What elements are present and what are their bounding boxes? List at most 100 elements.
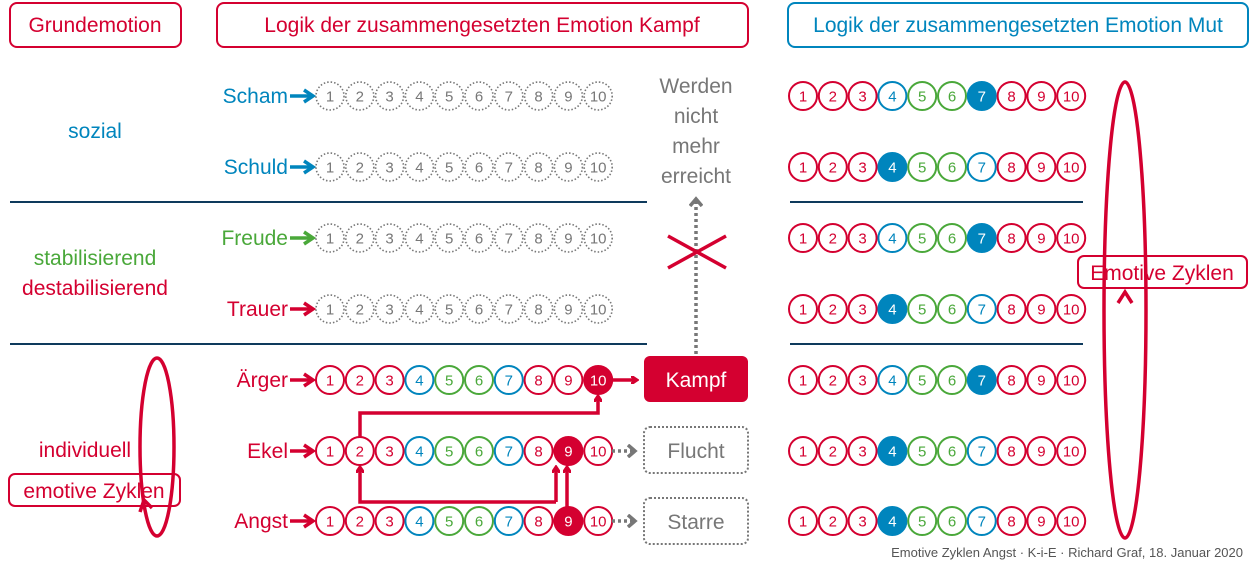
- scale-circle-active: [966, 81, 997, 111]
- scale-number: 9: [564, 373, 572, 390]
- scale-circle: [374, 81, 405, 111]
- cycles-box: [8, 473, 181, 507]
- scale-circle: [434, 436, 465, 466]
- scale-circle: [434, 365, 465, 395]
- scale-circle: [847, 365, 878, 395]
- scale-circle: [1056, 506, 1087, 536]
- category-social: sozial: [68, 120, 122, 143]
- scale-number: 5: [918, 514, 926, 531]
- scale-number: 2: [356, 514, 364, 531]
- scale-number: 3: [385, 514, 393, 531]
- not-reached-text: Werden nicht mehr erreicht: [659, 75, 732, 188]
- scale-number: 1: [326, 160, 334, 177]
- scale-number: 5: [918, 89, 926, 106]
- scale-number: 7: [505, 160, 513, 177]
- scale-number: 5: [918, 302, 926, 319]
- scale-circle: [344, 365, 375, 395]
- scale-number: 10: [590, 444, 607, 461]
- scale-number: 4: [888, 302, 896, 319]
- routing-arrows: [360, 380, 636, 507]
- scale-circle: [788, 223, 818, 253]
- cross-icon: [667, 234, 727, 270]
- scale-number: 3: [385, 302, 393, 319]
- scale-circle: [523, 294, 554, 324]
- scale-circle: [847, 223, 878, 253]
- scale-circle: [553, 81, 584, 111]
- scale-number: 5: [445, 160, 453, 177]
- scale-circle-active: [877, 436, 908, 466]
- scale-circle: [344, 294, 375, 324]
- scale-circle: [1026, 294, 1057, 324]
- scale-circle: [344, 81, 375, 111]
- outcome-starre-label: Starre: [667, 511, 724, 534]
- header-left: Logik der zusammengesetzten Emotion Kamp…: [264, 14, 700, 37]
- scale-circle: [404, 81, 435, 111]
- header-box-right: [787, 2, 1249, 48]
- arrowhead: [303, 230, 317, 246]
- scale-circle: [493, 152, 524, 182]
- scale-circle: [493, 506, 524, 536]
- scale-circle-active: [966, 365, 997, 395]
- scale-circle: [817, 436, 848, 466]
- scale-number: 7: [505, 514, 513, 531]
- scale-circle: [464, 506, 494, 536]
- scale-circle: [583, 81, 614, 111]
- scale-circle: [315, 294, 345, 324]
- scale-number: 3: [858, 514, 866, 531]
- scale-number: 5: [918, 160, 926, 177]
- scale-number: 3: [858, 160, 866, 177]
- scale-circle: [996, 506, 1027, 536]
- scale-number: 7: [978, 231, 986, 248]
- scale-number: 8: [1007, 302, 1015, 319]
- scale-number: 9: [564, 231, 572, 248]
- scale-number: 5: [445, 514, 453, 531]
- scale-circle: [374, 506, 405, 536]
- outcome-kampf: [644, 356, 748, 402]
- scale-circle: [315, 365, 345, 395]
- scale-number: 3: [858, 444, 866, 461]
- scale-circle: [404, 294, 435, 324]
- scale-circle: [523, 152, 554, 182]
- emotion-label: Schuld: [224, 156, 288, 179]
- scale-circle: [315, 506, 345, 536]
- scale-circle: [1056, 81, 1087, 111]
- scale-circle: [996, 152, 1027, 182]
- cycle-arrow-icon: [1116, 288, 1134, 304]
- scale-circle: [434, 81, 465, 111]
- scale-number: 4: [888, 373, 896, 390]
- scale-number: 2: [829, 373, 837, 390]
- arrowhead: [303, 372, 317, 388]
- scale-circle: [937, 81, 967, 111]
- scale-circle: [434, 506, 465, 536]
- scale-circle: [493, 294, 524, 324]
- scale-circle: [937, 152, 967, 182]
- scale-circle: [907, 81, 938, 111]
- scale-circle: [996, 294, 1027, 324]
- scale-number: 9: [1037, 89, 1045, 106]
- emotion-label: Angst: [234, 510, 288, 533]
- scale-circle: [817, 294, 848, 324]
- scale-number: 8: [1007, 160, 1015, 177]
- scale-circle: [464, 223, 494, 253]
- header-right: Logik der zusammengesetzten Emotion Mut: [813, 14, 1223, 37]
- scale-number: 9: [1037, 160, 1045, 177]
- scale-number: 10: [590, 302, 607, 319]
- scale-circle: [464, 81, 494, 111]
- scale-circle: [404, 506, 435, 536]
- scale-number: 5: [445, 231, 453, 248]
- scale-number: 4: [415, 160, 423, 177]
- scale-number: 5: [918, 373, 926, 390]
- scale-number: 9: [564, 444, 572, 461]
- scale-circle: [847, 436, 878, 466]
- scale-circle: [464, 436, 494, 466]
- route-to-ekel2: [360, 468, 556, 504]
- scale-circle: [817, 152, 848, 182]
- scale-number: 1: [326, 89, 334, 106]
- scale-circle: [996, 365, 1027, 395]
- scale-circle: [1026, 81, 1057, 111]
